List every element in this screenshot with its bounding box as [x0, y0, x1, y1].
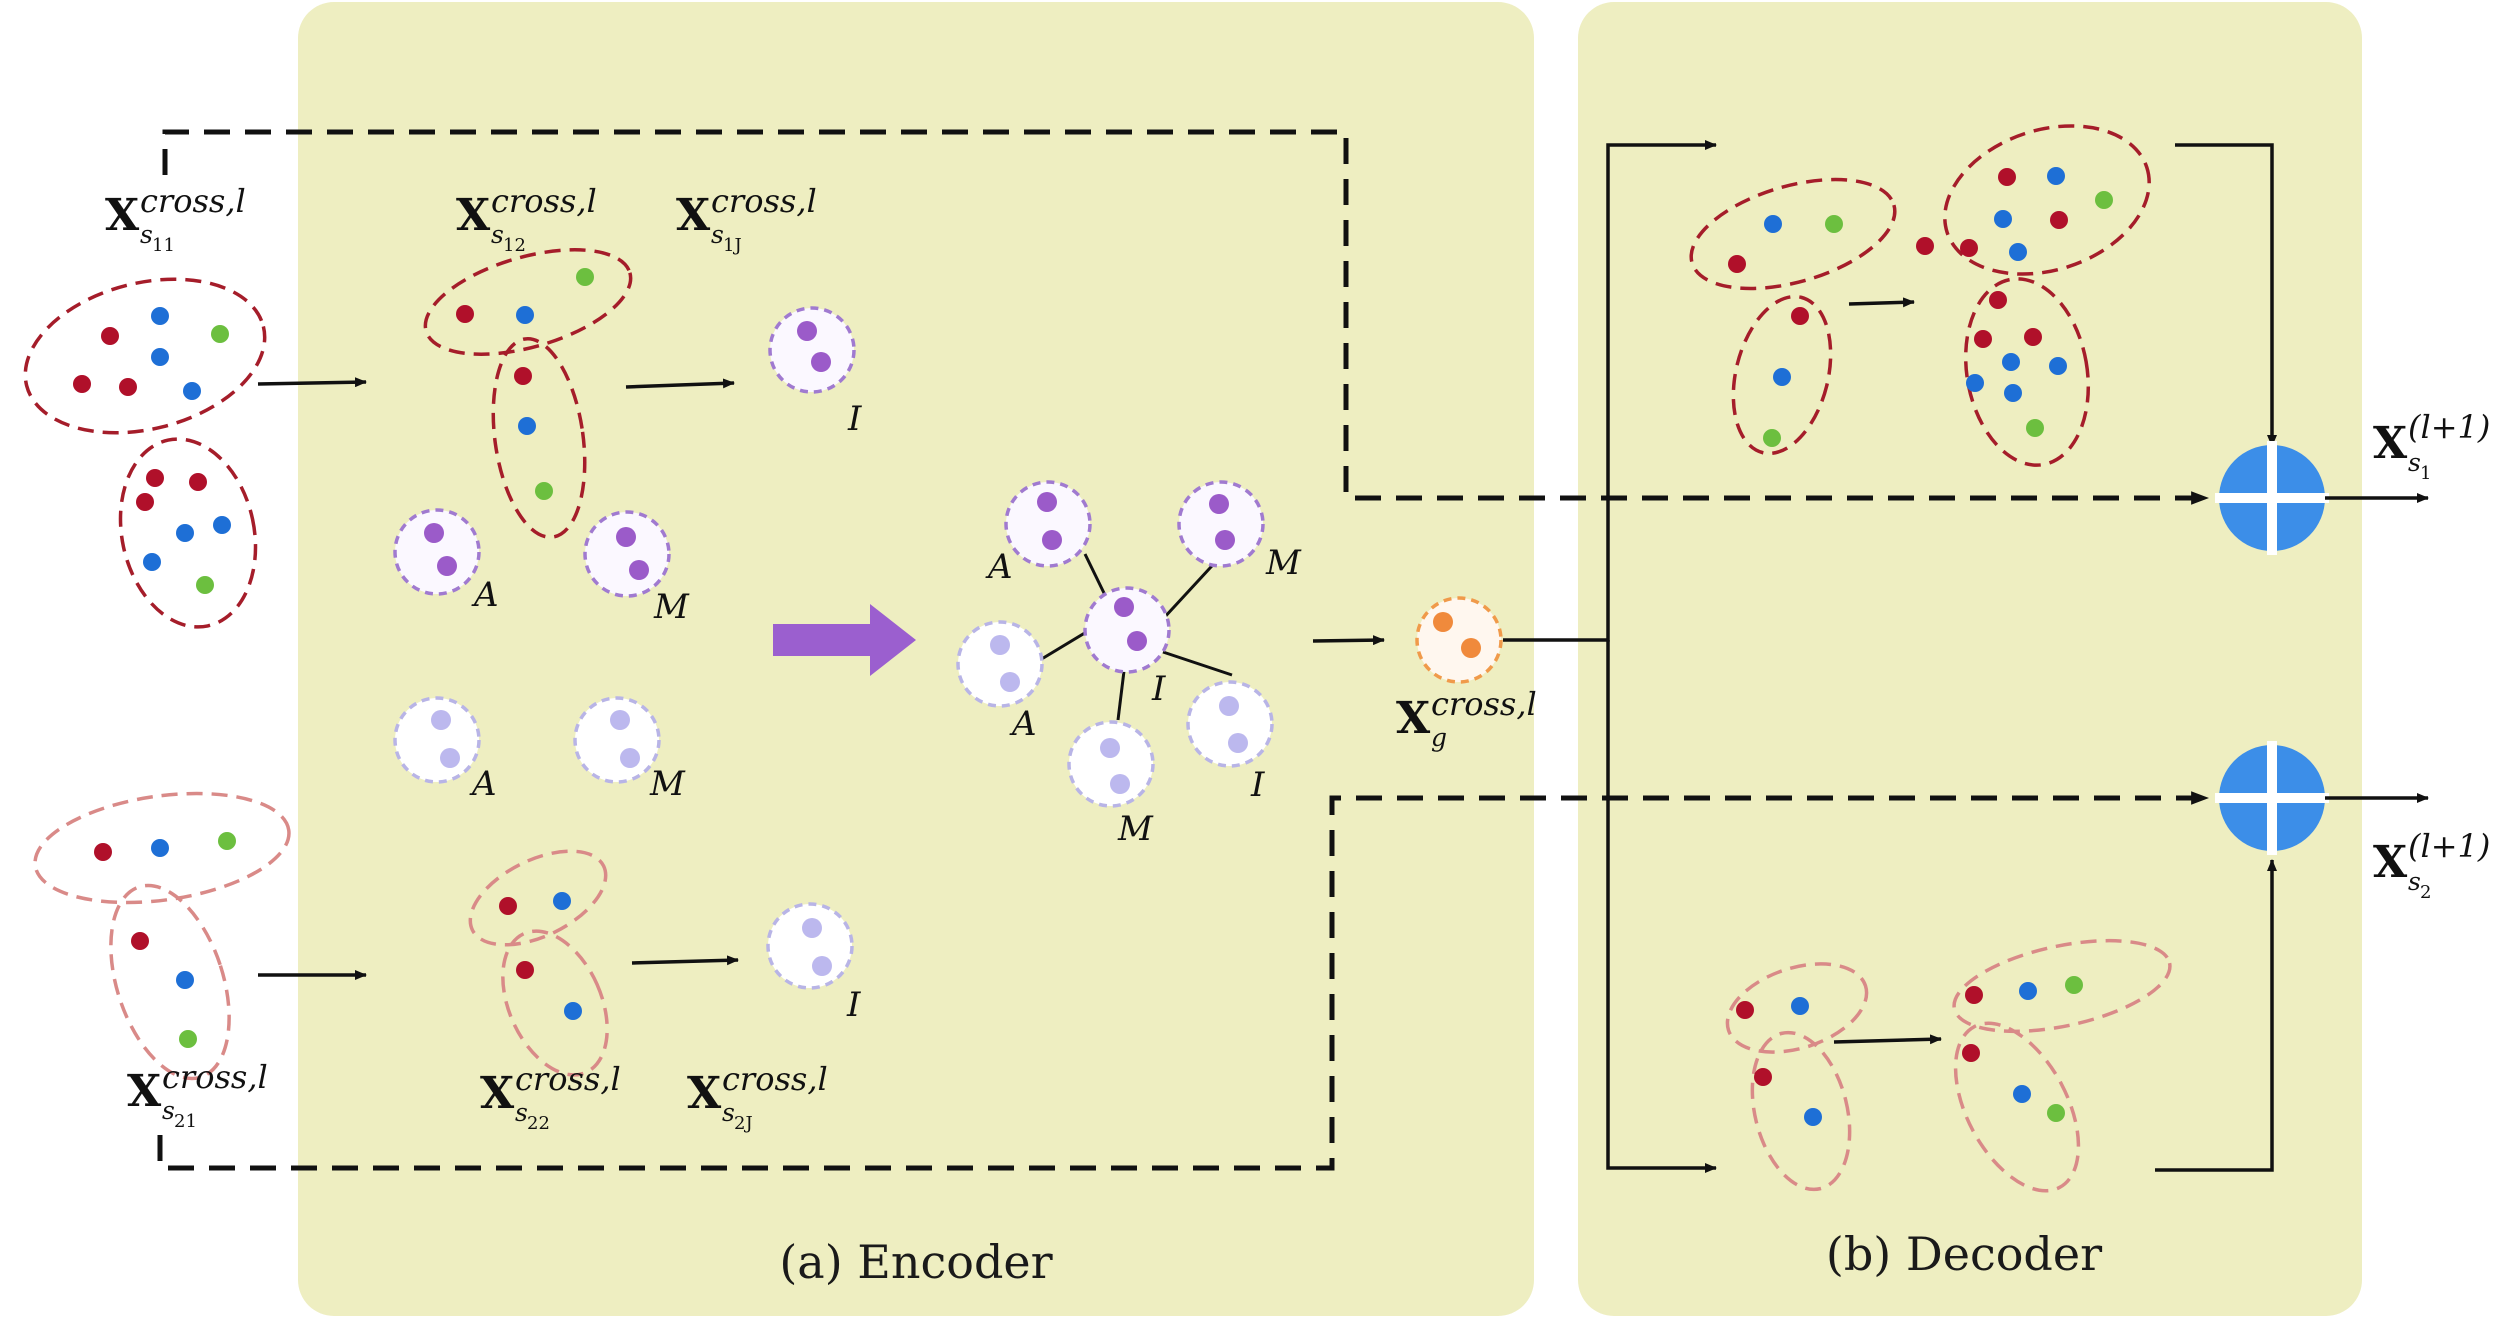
graph-node-m-bottom: M [1067, 720, 1155, 849]
arrow-graph-to-xg [1312, 635, 1385, 646]
label-x-s1J: X cross,l s 1J [676, 182, 817, 256]
graph-node-a-bottom: A [956, 620, 1044, 744]
svg-text:X: X [105, 190, 140, 241]
decoder-cluster-bottom-right [1952, 938, 2172, 1193]
svg-text:cross,l: cross,l [162, 1058, 268, 1096]
svg-text:s: s [2408, 448, 2421, 477]
decoder-caption: (b) Decoder [1826, 1227, 2102, 1281]
label-x-s12: X cross,l s 12 [456, 182, 597, 256]
svg-text:M: M [653, 587, 690, 627]
svg-text:A: A [1009, 704, 1037, 744]
node-a-top: A [393, 508, 499, 615]
svg-text:(l+1): (l+1) [2408, 827, 2490, 865]
node-x-g [1415, 596, 1503, 684]
svg-text:X: X [2373, 837, 2408, 888]
svg-text:cross,l: cross,l [491, 182, 597, 220]
svg-text:X: X [480, 1068, 515, 1119]
svg-text:11: 11 [152, 235, 175, 256]
decoder-panel [1578, 2, 2362, 1316]
svg-text:cross,l: cross,l [722, 1060, 828, 1098]
svg-text:X: X [2373, 418, 2408, 469]
svg-text:X: X [1396, 693, 1431, 744]
distribution-arrows [1503, 140, 1717, 1173]
label-x-s11: X cross,l s 11 [105, 182, 246, 256]
graph-node-m-top: M [1177, 480, 1302, 583]
arrow-in-s1 [257, 377, 367, 388]
label-x-s2J: X cross,l s 2J [687, 1060, 828, 1134]
arrow-dec-bottom-to-plus [2155, 859, 2277, 1172]
label-x-g: X cross,l g [1396, 685, 1537, 752]
svg-text:cross,l: cross,l [1431, 685, 1537, 723]
arrow-s22-to-i [631, 955, 739, 966]
svg-text:M: M [649, 764, 686, 804]
decoder-cluster-top-right [1916, 124, 2151, 467]
svg-text:cross,l: cross,l [515, 1060, 621, 1098]
graph-node-i-bottom: I [1186, 680, 1274, 805]
svg-text:X: X [127, 1066, 162, 1117]
svg-text:1: 1 [2420, 463, 2431, 484]
svg-text:22: 22 [527, 1113, 550, 1134]
svg-text:s: s [2408, 867, 2421, 896]
arrow-dec-top-to-plus [2175, 143, 2277, 447]
label-out-s1: X (l+1) s 1 [2373, 408, 2490, 484]
svg-text:X: X [456, 190, 491, 241]
decoder-cluster-bottom-left [1725, 962, 1869, 1192]
node-a-bottom: A [393, 696, 497, 804]
svg-text:M: M [1265, 543, 1302, 583]
svg-text:cross,l: cross,l [140, 182, 246, 220]
svg-text:21: 21 [174, 1111, 197, 1132]
encoder-caption: (a) Encoder [779, 1235, 1052, 1289]
svg-text:s: s [722, 1098, 735, 1127]
svg-text:1J: 1J [723, 235, 742, 256]
node-m-bottom: M [573, 696, 686, 804]
svg-text:s: s [711, 220, 724, 249]
svg-text:A: A [469, 764, 497, 804]
circled-plus-icon [2215, 441, 2329, 555]
input-cluster-s2 [33, 791, 291, 1081]
svg-text:I: I [1151, 669, 1166, 709]
arrow-dec-bottom [1833, 1034, 1942, 1045]
svg-text:M: M [1117, 809, 1154, 849]
thick-arrow-right-icon [773, 604, 916, 676]
input-cluster-s1 [23, 277, 267, 629]
label-out-s2: X (l+1) s 2 [2373, 827, 2490, 903]
svg-text:(l+1): (l+1) [2408, 408, 2490, 446]
graph-node-i-center: I [1083, 586, 1171, 709]
svg-text:g: g [1431, 723, 1447, 752]
svg-text:cross,l: cross,l [711, 182, 817, 220]
skip-connection-bottom [157, 791, 2210, 1171]
svg-text:12: 12 [503, 235, 526, 256]
svg-text:s: s [491, 220, 504, 249]
svg-text:2: 2 [2420, 882, 2431, 903]
label-x-s22: X cross,l s 22 [480, 1060, 621, 1134]
node-i-bottom: I [766, 902, 861, 1025]
svg-text:I: I [846, 985, 861, 1025]
cluster-s22 [468, 849, 609, 1077]
svg-text:X: X [676, 190, 711, 241]
svg-text:s: s [140, 220, 153, 249]
arrow-s12-to-i [625, 378, 735, 389]
svg-text:2J: 2J [734, 1113, 753, 1134]
graph-node-a-top: A [985, 480, 1092, 587]
svg-text:I: I [847, 399, 862, 439]
encoder-panel [298, 2, 1534, 1316]
circled-plus-icon [2215, 741, 2329, 855]
svg-text:s: s [515, 1098, 528, 1127]
svg-text:X: X [687, 1068, 722, 1119]
svg-text:A: A [471, 575, 499, 615]
decoder-cluster-top-left [1689, 177, 1897, 456]
cluster-s12 [423, 248, 633, 539]
svg-text:I: I [1250, 765, 1265, 805]
label-x-s21: X cross,l s 21 [127, 1058, 268, 1132]
node-m-top: M [583, 510, 690, 627]
arrow-dec-top [1848, 297, 1915, 308]
svg-text:s: s [162, 1096, 175, 1125]
node-i-top: I [768, 306, 862, 439]
svg-text:A: A [985, 547, 1013, 587]
